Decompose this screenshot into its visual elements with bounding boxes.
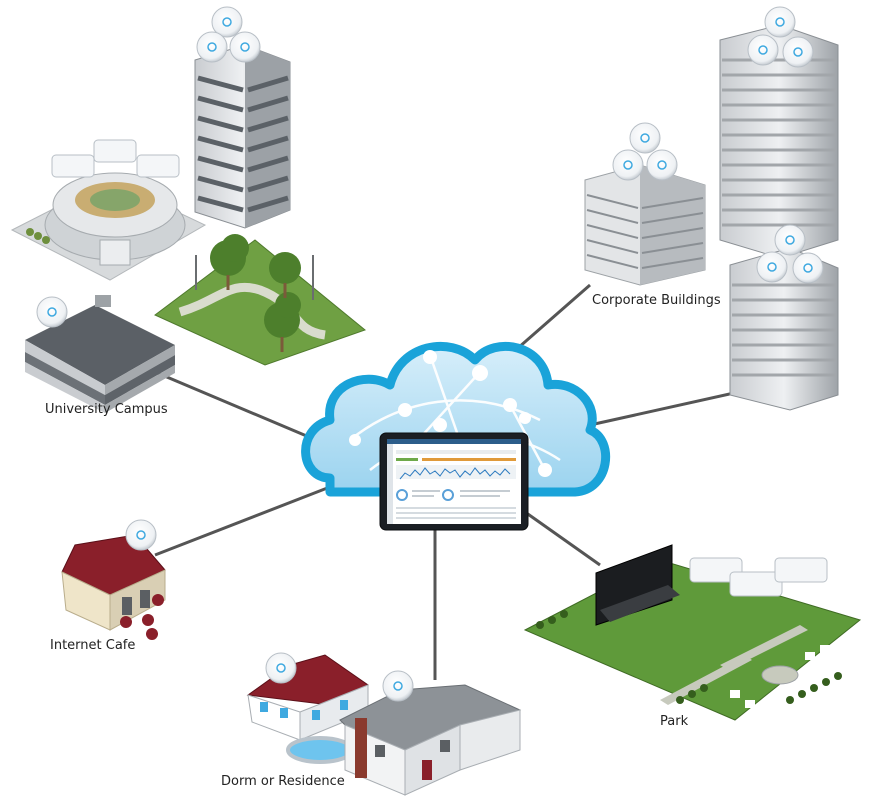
- ap-cafe: [125, 519, 157, 551]
- campus-building: [25, 295, 175, 413]
- corporate-tower-mid: [729, 247, 839, 411]
- internet-cafe-illustration: [61, 534, 166, 640]
- label-university-campus: University Campus: [45, 402, 168, 417]
- ap-dorm-left: [265, 652, 297, 684]
- access-point-icon: [36, 6, 824, 702]
- link-corporate: [509, 283, 591, 357]
- corporate-building-short: [584, 164, 706, 286]
- dorm-residence-illustration: [246, 654, 522, 796]
- ap-dorm-right: [382, 670, 414, 702]
- ap-university-tower: [196, 6, 261, 63]
- university-tower: [194, 44, 291, 229]
- tablet-icon: [379, 432, 529, 531]
- link-park: [524, 510, 601, 567]
- ap-corporate-tall: [747, 6, 814, 68]
- corporate-tower-tall: [719, 24, 839, 259]
- label-corporate-buildings: Corporate Buildings: [592, 293, 721, 308]
- ap-corporate-short: [612, 122, 678, 181]
- label-dorm-residence: Dorm or Residence: [221, 774, 345, 789]
- label-internet-cafe: Internet Cafe: [50, 638, 136, 653]
- link-cafe: [154, 483, 336, 557]
- stadium-illustration: [10, 172, 207, 281]
- ap-campus-building: [36, 296, 68, 328]
- ap-corporate-mid: [756, 224, 824, 284]
- park-illustration: [523, 544, 862, 721]
- outdoor-ap-icon: [51, 139, 828, 597]
- label-park: Park: [660, 714, 689, 729]
- campus-park: [154, 234, 367, 366]
